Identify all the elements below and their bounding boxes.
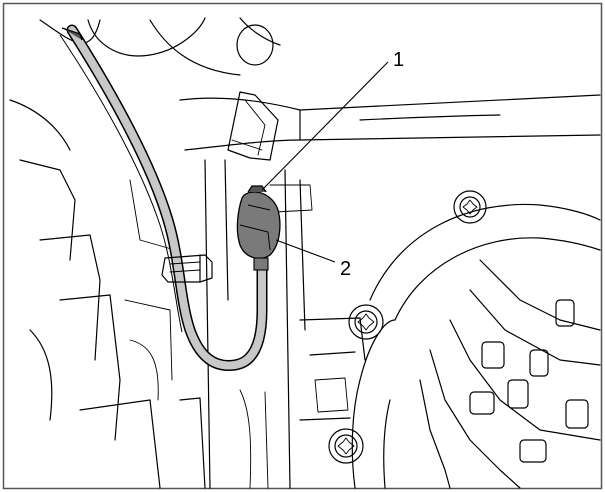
knock-sensor: [236, 185, 281, 271]
engine-background: [9, 17, 601, 489]
callout-2: 2: [340, 258, 351, 280]
bolt-lower: [328, 428, 364, 464]
leader-line-1: [261, 61, 389, 191]
wiring-harness: [59, 24, 268, 371]
callout-1: 1: [393, 49, 404, 71]
bolt-middle: [348, 304, 384, 340]
leader-line-2: [275, 239, 336, 263]
bolt-upper-right: [453, 190, 487, 224]
harness-clip: [161, 254, 213, 283]
